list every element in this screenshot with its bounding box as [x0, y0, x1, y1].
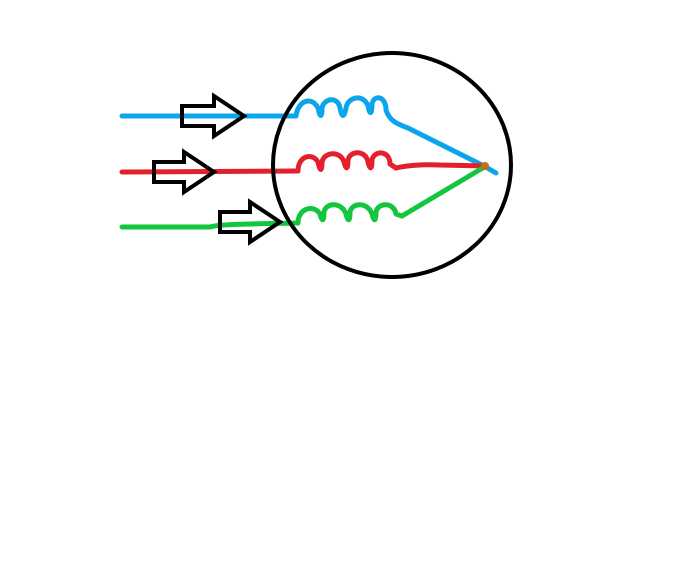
phase-1-group: [119, 92, 499, 176]
right-arrow-icon: [180, 92, 248, 140]
phase-3-star-link: [399, 163, 489, 219]
phase-3-group: [119, 163, 489, 246]
phase-3-lead-wire: [119, 220, 301, 230]
star-point-node: [481, 162, 489, 170]
phase-1-winding-coil: [293, 95, 389, 119]
phase-2-star-link: [393, 162, 489, 171]
motor-housing-circle: [271, 51, 513, 279]
phase-2-group: [119, 148, 489, 196]
phase-3-winding-coil: [295, 202, 405, 226]
right-arrow-icon: [218, 198, 284, 246]
right-arrow-icon: [152, 148, 218, 196]
phase-1-star-link: [383, 107, 499, 176]
phase-2-winding-coil: [295, 150, 399, 174]
